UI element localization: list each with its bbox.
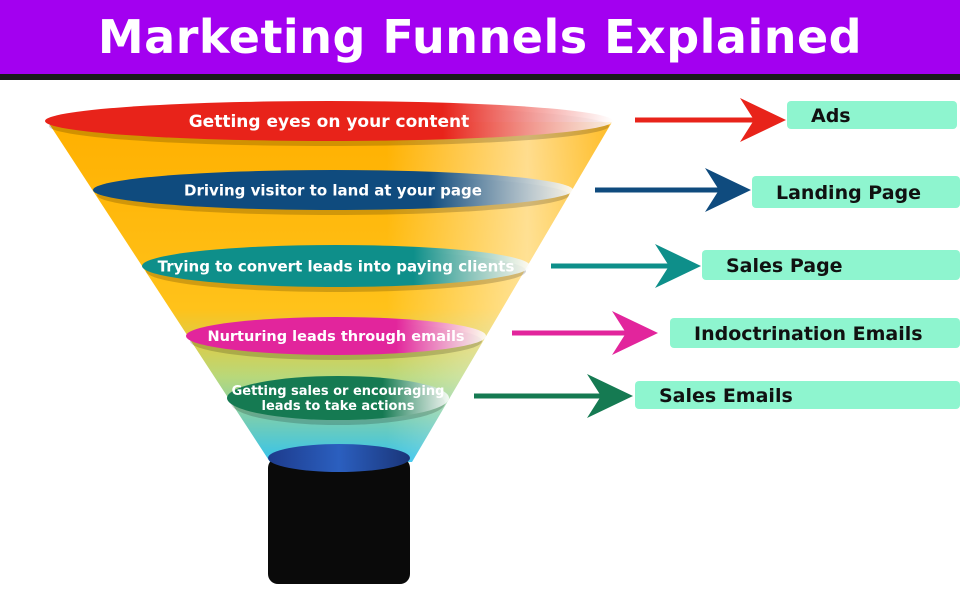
stage-1-ellipse [45, 101, 613, 141]
stage-4-description: Nurturing leads through emails [207, 329, 464, 345]
stage-arrows [474, 98, 786, 418]
title-banner: Marketing Funnels Explained [0, 0, 960, 74]
stage-5-arrow [474, 374, 633, 418]
channel-5-label: Sales Emails [659, 385, 793, 407]
stage-3-description: Trying to convert leads into paying clie… [158, 257, 515, 275]
channel-4-box [670, 318, 960, 348]
stage-4-arrow [512, 311, 658, 355]
stage-2-description: Driving visitor to land at your page [184, 181, 482, 199]
stage-1-description: Getting eyes on your content [189, 112, 470, 132]
funnel-shine [48, 122, 612, 462]
stage-1-arrow [635, 98, 786, 142]
funnel-spout-top [268, 444, 410, 472]
channel-3-label: Sales Page [726, 255, 843, 277]
stage-5-description-line-1: Getting sales or encouraging [232, 384, 445, 399]
stage-5-description-line-2: leads to take actions [262, 399, 415, 414]
title-underline [0, 74, 960, 80]
channel-1-box [787, 101, 957, 129]
channel-2-label: Landing Page [776, 182, 921, 204]
page-title: Marketing Funnels Explained [97, 10, 863, 64]
channel-5-box [635, 381, 960, 409]
channel-3-box [702, 250, 960, 280]
channel-4-label: Indoctrination Emails [694, 323, 923, 345]
stage-2-ellipse [93, 170, 573, 210]
channel-1-label: Ads [811, 105, 851, 127]
stage-4-ellipse [186, 317, 486, 355]
stage-3-arrow [551, 244, 701, 288]
stage-2-arrow [595, 168, 751, 212]
stage-5-ellipse [227, 376, 449, 420]
stage-3-ellipse [142, 245, 530, 287]
channel-2-box [752, 176, 960, 208]
funnel-spout [268, 458, 410, 584]
